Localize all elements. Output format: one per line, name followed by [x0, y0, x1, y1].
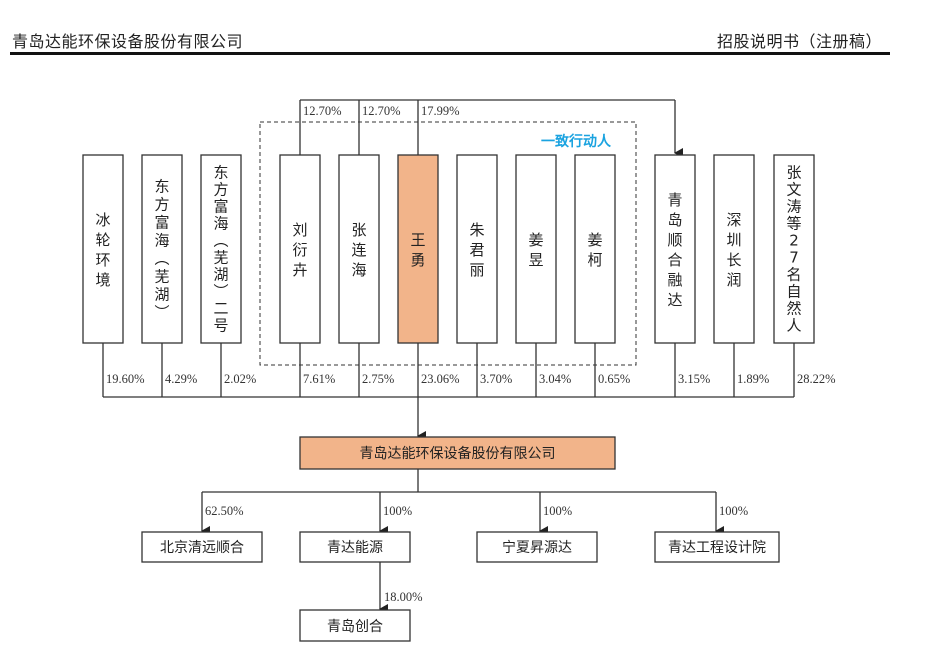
- subsidiary-name: 青达工程设计院: [668, 540, 766, 556]
- subsidiary-box: [299, 531, 411, 563]
- shunhe-stake-percent: 17.99%: [421, 104, 460, 118]
- shareholder-box: [654, 154, 696, 344]
- header-document-title: 招股说明书（注册稿）: [716, 32, 882, 51]
- shareholder-name: 冰轮环境: [95, 211, 110, 289]
- shareholder-box: [773, 154, 815, 344]
- sub-subsidiary-name: 青岛创合: [327, 619, 383, 635]
- shareholder-box: [515, 154, 557, 344]
- sub-subsidiary-percent: 18.00%: [384, 590, 423, 604]
- shareholder-box: [82, 154, 124, 344]
- shareholder-box: [456, 154, 498, 344]
- shareholder-box: [338, 154, 380, 344]
- subsidiary-name: 北京清远顺合: [160, 540, 244, 556]
- shareholder-name: 王勇: [410, 231, 425, 269]
- shareholder-name: 朱君丽: [469, 221, 484, 279]
- shareholder-percent: 3.70%: [480, 372, 512, 386]
- shareholder-percent: 1.89%: [737, 372, 769, 386]
- shareholder-percent: 28.22%: [797, 372, 836, 386]
- shareholder-percent: 2.75%: [362, 372, 394, 386]
- shareholder-percent: 7.61%: [303, 372, 335, 386]
- subsidiary-percent: 62.50%: [205, 504, 244, 518]
- subsidiary-box: [476, 531, 598, 563]
- concert-group-label: 一致行动人: [541, 133, 612, 150]
- shareholder-name: 姜昱: [528, 231, 543, 269]
- shareholder-percent: 19.60%: [106, 372, 145, 386]
- subsidiary-name: 青达能源: [327, 540, 383, 556]
- shareholder-name: 青岛顺合融达: [667, 191, 682, 309]
- shareholder-percent: 3.04%: [539, 372, 571, 386]
- header-company-name: 青岛达能环保设备股份有限公司: [12, 32, 244, 51]
- shareholder-percent: 4.29%: [165, 372, 197, 386]
- company-name: 青岛达能环保设备股份有限公司: [360, 445, 556, 462]
- shareholder-name: 东方富海︵芜湖︶二号: [213, 164, 228, 335]
- subsidiary-box: [141, 531, 263, 563]
- subsidiary-percent: 100%: [383, 504, 412, 518]
- shareholder-box: [574, 154, 616, 344]
- sub-subsidiary-box: [299, 609, 411, 642]
- shareholder-name: 东方富海︵芜湖︶: [154, 177, 169, 321]
- shareholder-box: [141, 154, 183, 344]
- shunhe-stake-percent: 12.70%: [303, 104, 342, 118]
- shareholder-percent: 3.15%: [678, 372, 710, 386]
- shareholder-percent: 0.65%: [598, 372, 630, 386]
- shareholder-percent: 23.06%: [421, 372, 460, 386]
- concert-group-box: [259, 121, 637, 366]
- shareholder-name: 刘衍卉: [292, 221, 307, 279]
- shunhe-stake-percent: 12.70%: [362, 104, 401, 118]
- shareholder-name: 张连海: [351, 221, 366, 279]
- company-box: [299, 436, 616, 470]
- subsidiary-name: 宁夏昇源达: [502, 539, 572, 556]
- shareholder-box: [279, 154, 321, 344]
- header-rule: [10, 52, 890, 55]
- shareholder-name: 深圳长润: [726, 211, 741, 289]
- shareholder-box: [713, 154, 755, 344]
- shareholder-box: [397, 154, 439, 344]
- subsidiary-box: [654, 531, 780, 563]
- shareholder-percent: 2.02%: [224, 372, 256, 386]
- shareholder-name: 姜柯: [587, 231, 602, 269]
- subsidiary-percent: 100%: [543, 504, 572, 518]
- subsidiary-percent: 100%: [719, 504, 748, 518]
- shareholder-box: [200, 154, 242, 344]
